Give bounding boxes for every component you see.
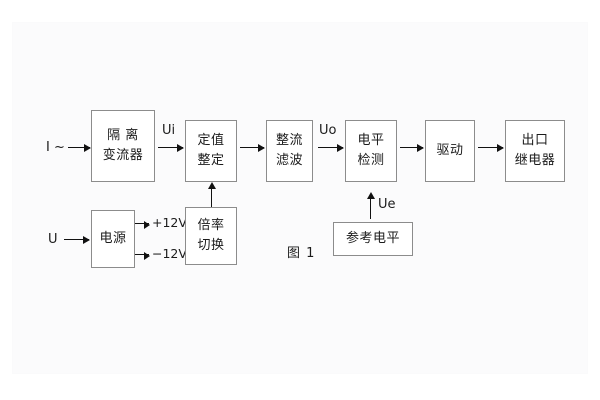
arrow-rail-negative xyxy=(135,251,150,260)
arrow-setting-to-rectifier xyxy=(240,144,265,152)
arrow-reference-to-level-detect xyxy=(367,192,375,219)
block-setting-line2: 整定 xyxy=(197,153,225,168)
block-multiplier-switch[interactable]: 倍率 切换 xyxy=(185,207,237,265)
figure-caption: 图 1 xyxy=(287,246,316,261)
rail-negative-label: −12V xyxy=(152,246,187,261)
block-output-relay[interactable]: 出口 继电器 xyxy=(505,120,565,182)
input-voltage-label: U xyxy=(48,232,58,247)
block-level-detect-line2: 检测 xyxy=(357,153,385,168)
block-multiplier-switch-line2: 切换 xyxy=(197,238,225,253)
block-setting-line1: 定值 xyxy=(197,132,225,148)
arrow-voltage-to-power-supply xyxy=(64,236,90,244)
block-rectifier-filter-line2: 滤波 xyxy=(275,153,303,168)
block-isolation-ct[interactable]: 隔 离 变流器 xyxy=(91,110,155,182)
signal-ui-label: Ui xyxy=(162,123,176,138)
signal-ue-label: Ue xyxy=(378,197,396,212)
block-multiplier-switch-line1: 倍率 xyxy=(197,217,225,233)
block-rectifier-filter[interactable]: 整流 滤波 xyxy=(266,120,313,182)
arrow-current-to-isolation xyxy=(68,144,91,152)
arrow-rectifier-to-level-detect xyxy=(318,144,344,152)
block-driver-line1: 驱动 xyxy=(436,142,464,158)
block-level-detect[interactable]: 电平 检测 xyxy=(345,120,397,182)
block-output-relay-line2: 继电器 xyxy=(514,153,556,168)
arrow-multiplier-to-setting xyxy=(208,182,216,207)
block-isolation-ct-line1: 隔 离 xyxy=(107,127,139,143)
block-isolation-ct-line2: 变流器 xyxy=(102,148,144,163)
arrow-driver-to-output-relay xyxy=(478,144,504,152)
block-level-detect-line1: 电平 xyxy=(357,132,385,148)
block-reference-level-line1: 参考电平 xyxy=(345,230,400,246)
block-rectifier-filter-line1: 整流 xyxy=(275,132,303,148)
block-driver[interactable]: 驱动 xyxy=(425,120,475,182)
block-reference-level[interactable]: 参考电平 xyxy=(333,222,413,256)
arrow-level-detect-to-driver xyxy=(400,144,424,152)
block-setting[interactable]: 定值 整定 xyxy=(185,120,237,182)
signal-uo-label: Uo xyxy=(319,123,337,138)
input-current-label: I ~ xyxy=(46,140,65,155)
block-output-relay-line1: 出口 xyxy=(521,132,549,148)
block-power-supply-line1: 电源 xyxy=(99,230,127,246)
diagram-frame xyxy=(12,22,588,374)
block-power-supply[interactable]: 电源 xyxy=(91,210,135,268)
arrow-rail-positive xyxy=(135,220,150,229)
arrow-isolation-to-setting xyxy=(158,144,184,152)
rail-positive-label: +12V xyxy=(152,215,187,230)
